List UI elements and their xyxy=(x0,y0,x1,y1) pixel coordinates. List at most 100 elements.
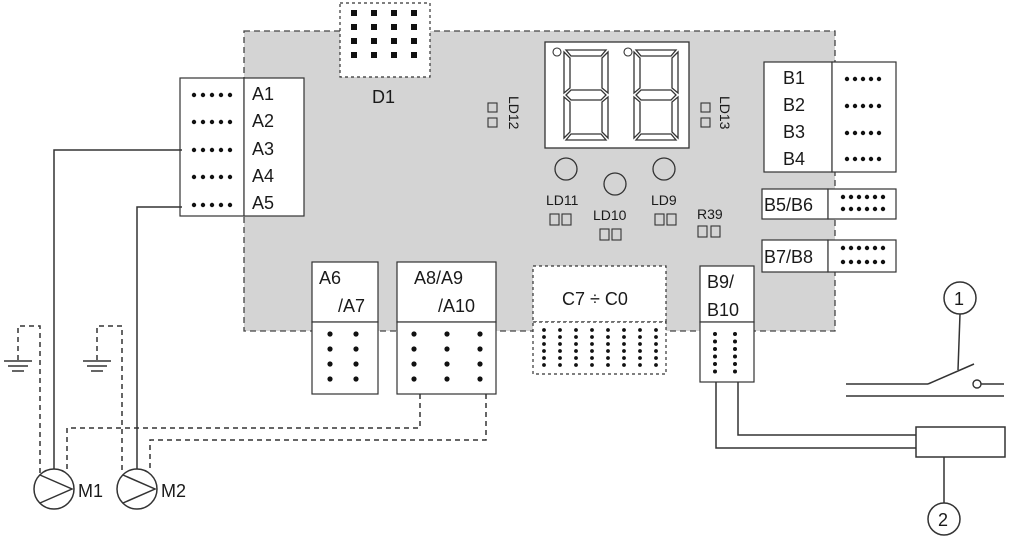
a4-label: A4 xyxy=(252,166,274,186)
connector-b7-b8 xyxy=(761,239,897,273)
b-pin xyxy=(868,76,874,82)
b56-pin xyxy=(856,194,862,200)
c-pin xyxy=(622,356,626,360)
a1-label: A1 xyxy=(252,84,274,104)
b78-pin xyxy=(848,259,854,265)
ld13-indicator xyxy=(700,102,711,128)
wire-a8-m1 xyxy=(66,394,421,470)
a6-pin xyxy=(327,361,333,367)
d1-pin xyxy=(391,38,397,44)
ld10-pad-a xyxy=(599,228,610,241)
a8-pin xyxy=(444,331,450,337)
d1-pin xyxy=(351,38,357,44)
b78-pin xyxy=(856,245,862,251)
b-pin xyxy=(852,76,858,82)
digit-right xyxy=(633,49,679,141)
c-pin xyxy=(622,328,626,332)
a6-pin xyxy=(353,376,359,382)
c-pin xyxy=(542,363,546,367)
connector-a6-a7 xyxy=(311,261,379,395)
a-pin xyxy=(227,202,233,208)
b56-pin xyxy=(840,194,846,200)
b9-pin xyxy=(733,369,737,374)
a-pin xyxy=(209,174,215,180)
c-pin xyxy=(638,363,642,367)
c-pin xyxy=(654,335,658,339)
b78-pin xyxy=(864,245,870,251)
sensor-probe xyxy=(915,426,1006,458)
c-pin xyxy=(590,363,594,367)
c-pin xyxy=(622,342,626,346)
ld9-pad-b xyxy=(666,213,677,226)
c-pin xyxy=(638,356,642,360)
b56-pin xyxy=(848,206,854,212)
sensor-wire-2 xyxy=(737,382,916,436)
a-pin xyxy=(200,147,206,153)
b56-pin xyxy=(840,206,846,212)
c-pin xyxy=(622,363,626,367)
b56-pin xyxy=(880,194,886,200)
b56-pin xyxy=(872,206,878,212)
ld13-label: LD13 xyxy=(717,96,733,130)
a-pin xyxy=(200,92,206,98)
ld11-label: LD11 xyxy=(546,192,579,208)
a8-pin xyxy=(411,376,417,382)
callout-1-leader xyxy=(957,313,961,371)
a6-pin xyxy=(353,331,359,337)
a-pin xyxy=(200,119,206,125)
d1-pin xyxy=(351,52,357,58)
b56-pin xyxy=(864,194,870,200)
d1-pin xyxy=(391,24,397,30)
a2-label: A2 xyxy=(252,111,274,131)
c-pin xyxy=(574,363,578,367)
r39-label: R39 xyxy=(697,206,723,222)
c-pin xyxy=(654,342,658,346)
ld9-label: LD9 xyxy=(651,192,677,208)
d1-pin xyxy=(351,24,357,30)
ld12-indicator xyxy=(487,102,498,128)
connector-b1-b4 xyxy=(763,61,897,173)
b-pin xyxy=(852,130,858,136)
a-pin xyxy=(191,174,197,180)
callout-1-label: 1 xyxy=(954,289,964,309)
b9-pin xyxy=(713,362,717,366)
a-pin xyxy=(227,174,233,180)
a6-pin xyxy=(327,346,333,352)
d1-connector xyxy=(339,2,431,78)
b9-pin xyxy=(733,354,737,359)
c-pin xyxy=(574,328,578,332)
b56-pin xyxy=(864,206,870,212)
ld11-pad-a xyxy=(549,213,560,226)
c-pin xyxy=(606,342,610,346)
b2-label: B2 xyxy=(783,95,805,115)
b9-pin xyxy=(713,339,717,344)
b-pin xyxy=(860,156,866,162)
connector-c7-c0 xyxy=(532,265,667,375)
ld9-round-led xyxy=(652,157,676,181)
switch-icon xyxy=(846,363,1004,397)
b9-pin xyxy=(713,347,717,351)
c-pin xyxy=(638,335,642,339)
d1-pin xyxy=(371,24,377,30)
a6-pin xyxy=(327,376,333,382)
c-pin xyxy=(558,342,562,346)
a6-pin xyxy=(327,331,333,337)
d1-pin xyxy=(391,10,397,16)
d1-pin xyxy=(371,10,377,16)
b-pin xyxy=(876,76,882,82)
a8-pin xyxy=(477,376,483,382)
ground-icon-1 xyxy=(4,325,41,473)
r39-pad-b xyxy=(710,225,721,238)
c-pin xyxy=(606,335,610,339)
b-pin xyxy=(860,76,866,82)
c-pin xyxy=(606,363,610,367)
a-pin xyxy=(218,174,224,180)
a-pin xyxy=(209,92,215,98)
c-pin xyxy=(574,342,578,346)
d1-pin xyxy=(391,52,397,58)
a6-pin xyxy=(353,361,359,367)
b-pin xyxy=(876,156,882,162)
b-pin xyxy=(844,103,850,109)
a5-label: A5 xyxy=(252,193,274,213)
b-pin xyxy=(876,103,882,109)
